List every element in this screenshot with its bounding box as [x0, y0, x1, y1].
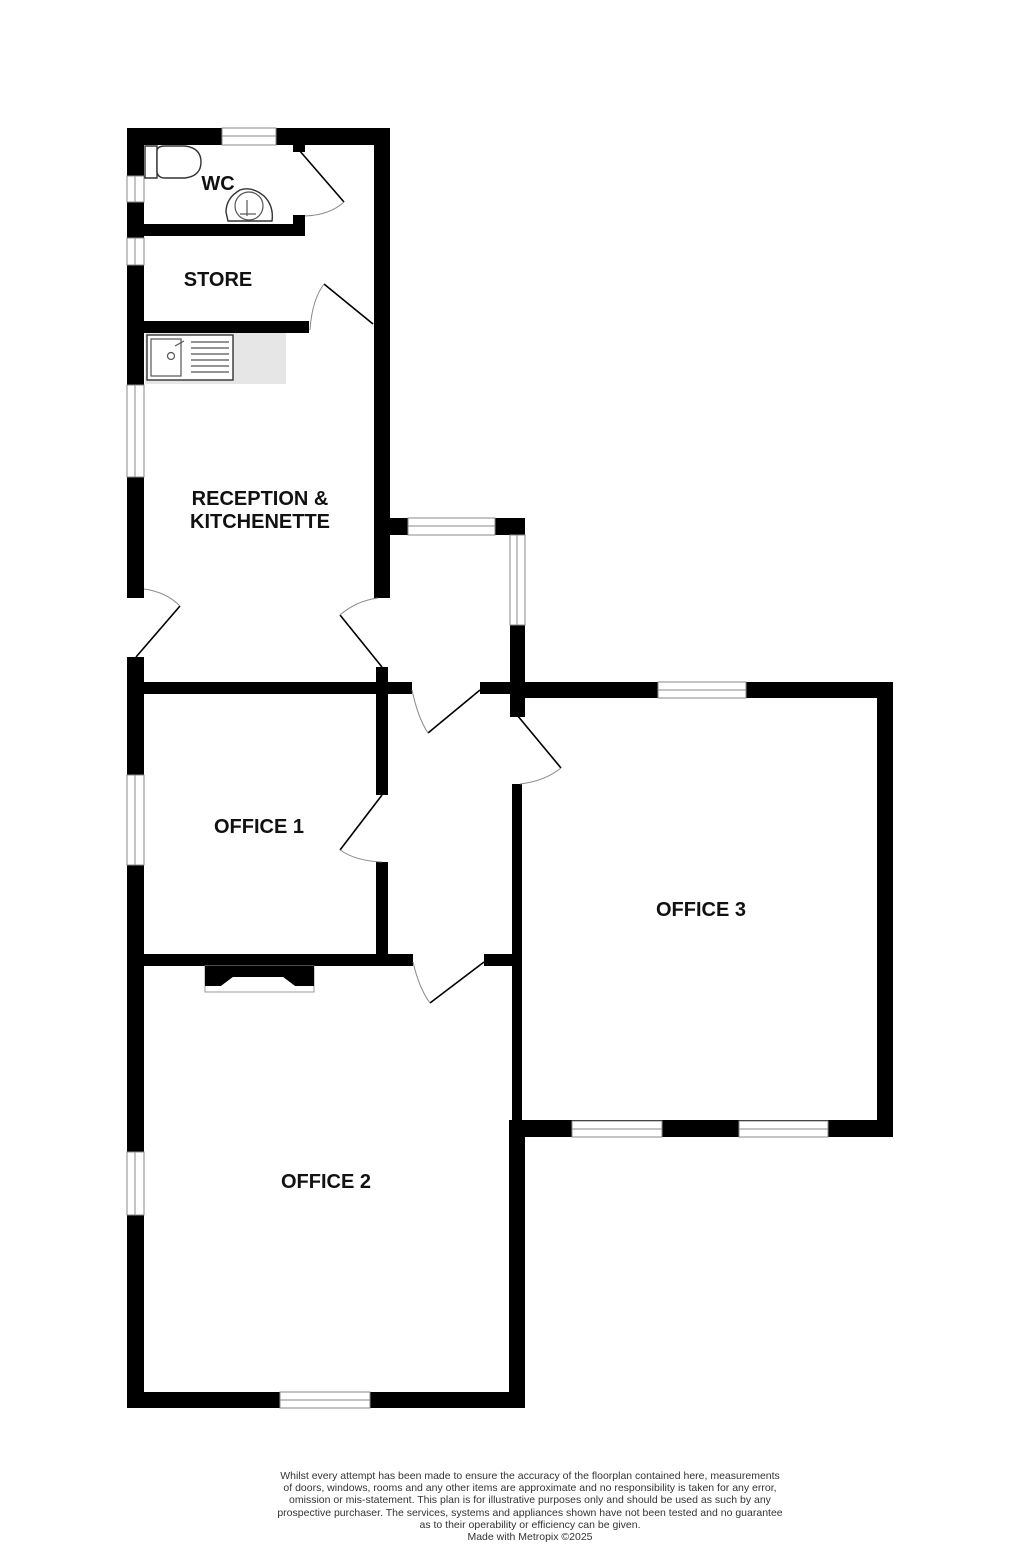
- room-label-office3: OFFICE 3: [655, 899, 747, 921]
- window-wc-top: [221, 127, 277, 146]
- window-office2-bottom: [279, 1391, 371, 1409]
- room-label-office2: OFFICE 2: [280, 1171, 372, 1193]
- window-reception-left: [126, 384, 145, 478]
- disclaimer-line: Whilst every attempt has been made to en…: [280, 1470, 780, 1482]
- window-office1-left: [126, 774, 145, 866]
- disclaimer-line: as to their operability or efficiency ca…: [419, 1518, 641, 1531]
- door-office3: [516, 714, 562, 785]
- disclaimer: Whilst every attempt has been made to en…: [200, 1470, 860, 1543]
- door-entrance: [135, 588, 181, 658]
- window-office3-top: [657, 681, 747, 699]
- fireplace-icon: [204, 965, 315, 993]
- window-office3-bottom-1: [571, 1120, 663, 1138]
- door-reception-hall: [339, 597, 383, 668]
- door-hall-corridor: [411, 689, 481, 734]
- kitchen-sink-icon: [145, 333, 286, 384]
- windows: [126, 127, 829, 1409]
- door-office2: [412, 961, 485, 1004]
- room-label-reception-line1: RECEPTION &: [191, 488, 329, 510]
- door-office1: [339, 794, 383, 863]
- wash-basin-icon: [225, 188, 274, 222]
- room-label-reception-line2: KITCHENETTE: [190, 511, 330, 533]
- walls: [127, 128, 893, 1408]
- window-wc-left: [126, 175, 145, 203]
- room-label-wc: WC: [201, 173, 235, 195]
- room-label-office1: OFFICE 1: [213, 816, 305, 838]
- door-store: [309, 283, 374, 331]
- window-hall-top: [407, 517, 496, 536]
- disclaimer-line: omission or mis-statement. This plan is …: [289, 1494, 771, 1507]
- door-wc: [298, 149, 345, 217]
- credit-text: Made with Metropix ©2025: [467, 1531, 593, 1544]
- disclaimer-line: of doors, windows, rooms and any other i…: [283, 1482, 777, 1495]
- room-label-reception: RECEPTION & KITCHENETTE: [190, 488, 330, 534]
- toilet-icon: [144, 145, 202, 179]
- window-office2-left: [126, 1151, 145, 1216]
- disclaimer-line: prospective purchaser. The services, sys…: [277, 1506, 783, 1519]
- window-office3-bottom-2: [738, 1120, 829, 1138]
- window-store-left: [126, 237, 145, 266]
- room-label-store: STORE: [183, 269, 253, 291]
- doors: [135, 149, 562, 1004]
- window-hall-right: [509, 534, 526, 626]
